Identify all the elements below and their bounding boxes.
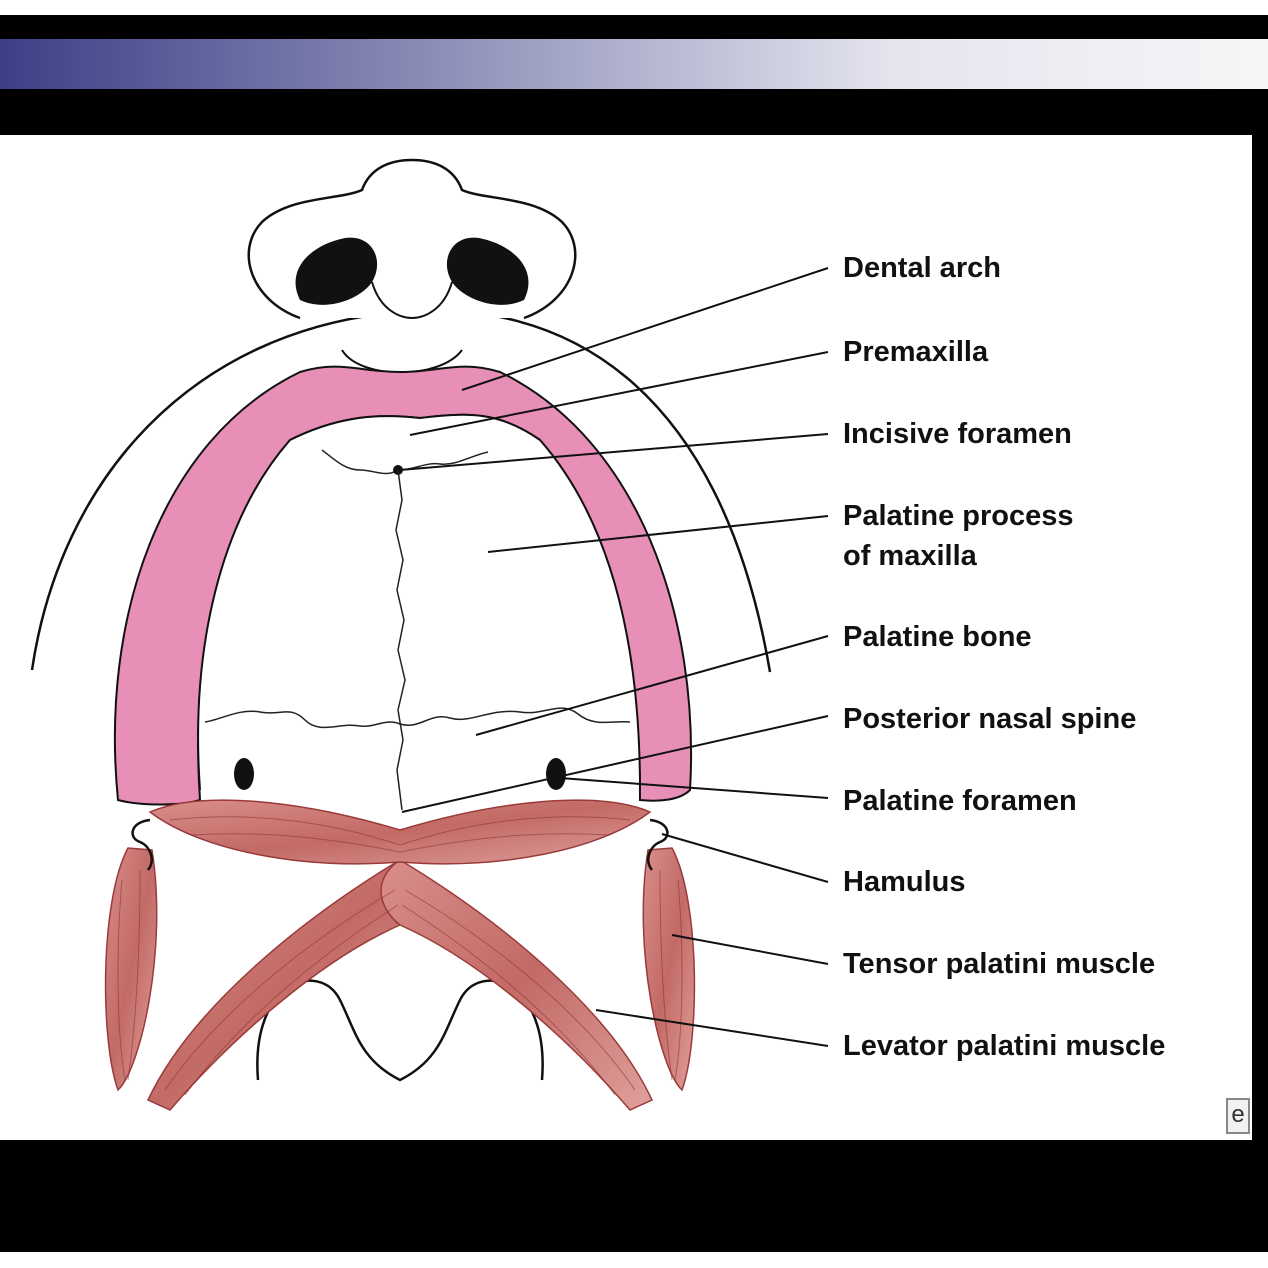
right-levator-palatini-muscle: [380, 859, 654, 1111]
leader-hamulus: [661, 833, 829, 883]
label-palatine-foramen: Palatine foramen: [843, 785, 1077, 817]
bottom-border: [0, 1140, 1268, 1252]
e-logo-icon[interactable]: e: [1226, 1098, 1250, 1134]
muscle-fibers: [117, 816, 683, 1096]
leader-palatine-bone: [475, 635, 829, 736]
columella: [371, 281, 453, 320]
leader-palatine-foramen: [559, 777, 829, 799]
label-dental-arch: Dental arch: [843, 252, 1001, 284]
leader-premaxilla: [409, 351, 829, 436]
right-palatine-foramen: [546, 758, 566, 790]
leader-incisive-foramen: [399, 433, 829, 471]
label-palatine-bone: Palatine bone: [843, 621, 1032, 653]
label-incisive-foramen: Incisive foramen: [843, 418, 1072, 450]
transverse-palatine-suture: [204, 707, 631, 729]
premaxilla-suture-left: [321, 449, 399, 475]
left-hamulus: [131, 818, 153, 871]
leader-posterior-nasal-spine: [401, 715, 829, 813]
median-palatine-suture: [395, 469, 406, 811]
label-levator-palatini: Levator palatini muscle: [843, 1030, 1166, 1062]
label-premaxilla: Premaxilla: [843, 336, 989, 368]
leader-levator-palatini: [595, 1009, 829, 1047]
leader-lines: [399, 267, 829, 1047]
title-banner: [0, 39, 1268, 89]
left-tensor-palatini-muscle: [104, 847, 158, 1092]
leader-tensor-palatini: [671, 934, 829, 965]
palate-inner-outline: [197, 413, 641, 791]
right-border: [1252, 135, 1268, 1140]
label-posterior-nasal-spine: Posterior nasal spine: [843, 703, 1137, 735]
banner-bottom-border: [0, 89, 1268, 135]
palatal-aponeurosis-band: [148, 799, 652, 865]
label-palatine-process-line2: of maxilla: [843, 540, 977, 572]
left-nostril-icon: [295, 237, 378, 305]
right-tensor-palatini-muscle: [642, 847, 696, 1092]
pharynx-outline: [256, 979, 544, 1082]
left-palatine-foramen: [234, 758, 254, 790]
label-tensor-palatini: Tensor palatini muscle: [843, 948, 1156, 980]
label-palatine-process-line1: Palatine process: [843, 500, 1074, 532]
label-hamulus: Hamulus: [843, 866, 966, 898]
right-hamulus: [647, 818, 669, 871]
right-nostril-icon: [446, 237, 529, 305]
leader-palatine-process: [487, 515, 829, 553]
leader-dental-arch: [461, 267, 829, 391]
top-border: [0, 15, 1268, 39]
left-levator-palatini-muscle: [146, 859, 420, 1111]
